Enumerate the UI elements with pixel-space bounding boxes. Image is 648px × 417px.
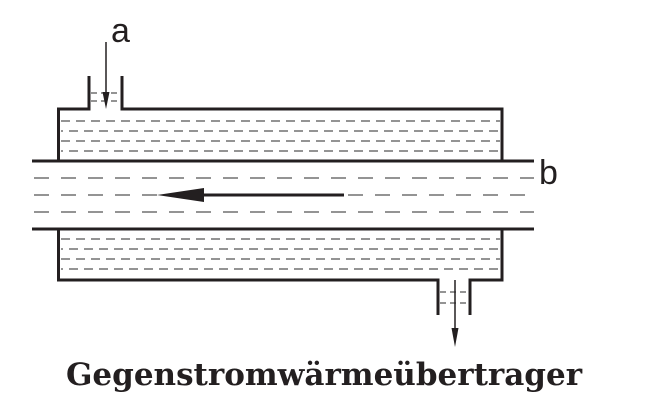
fluid-hatching	[34, 92, 534, 304]
outlet-arrow	[451, 280, 459, 347]
shell-top	[57, 76, 504, 161]
heat-exchanger-outline	[32, 76, 534, 315]
shell-bottom	[57, 229, 504, 315]
diagram-title: Gegenstromwärmeübertrager	[65, 357, 583, 393]
inlet-label: a	[111, 12, 130, 50]
pipe-label: b	[539, 154, 558, 192]
flow-direction-arrow	[157, 188, 344, 202]
inlet-arrow	[102, 42, 110, 109]
